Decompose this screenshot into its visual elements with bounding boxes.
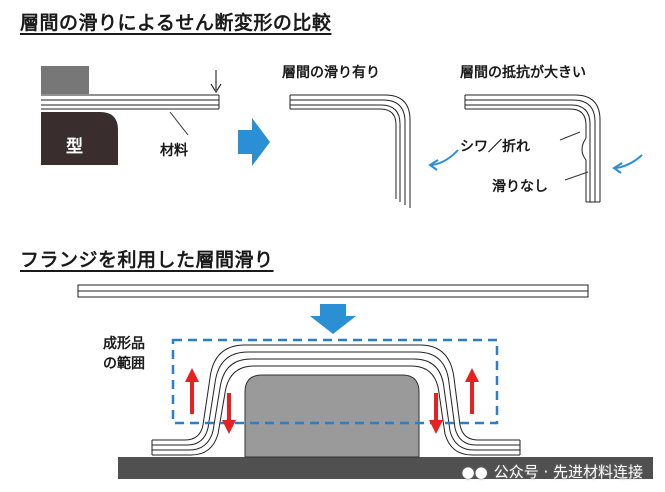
wrinkle-leader-line: [559, 131, 581, 141]
product-range-box: [171, 338, 499, 425]
forming-mold: [244, 374, 420, 458]
slip-case-blue-arrow-icon: [428, 149, 459, 171]
red-down-arrow-right-icon: [429, 393, 443, 434]
red-up-arrow-left-icon: [185, 368, 199, 414]
lower-mold: [41, 112, 118, 165]
resist-case-blue-arrow-icon: [612, 154, 643, 174]
press-down-arrow-icon: [210, 70, 222, 94]
press-arrow-icon: [310, 304, 356, 334]
watermark: ●● 公众号 · 先进材料连接: [462, 461, 644, 482]
flat-sheet-bottom: [77, 284, 589, 298]
no-slip-leader-line: [564, 171, 589, 181]
upper-punch: [41, 66, 89, 94]
no-slip-label: 滑りなし: [492, 179, 548, 195]
slip-case-title: 層間の滑り有り: [282, 65, 380, 81]
formed-sheets: [151, 344, 521, 456]
resist-case-sheets: [464, 94, 601, 203]
slip-case-sheets: [289, 94, 411, 208]
watermark-text: 公众号 · 先进材料连接: [493, 463, 643, 481]
top-heading: 層間の滑りによるせん断変形の比較: [20, 12, 332, 34]
resist-case-title: 層間の抵抗が大きい: [460, 65, 586, 81]
red-down-arrow-left-icon: [222, 393, 236, 434]
red-up-arrow-right-icon: [465, 368, 479, 414]
bottom-heading: フランジを利用した層間滑り: [20, 249, 274, 271]
range-label-line1: 成形品: [103, 336, 145, 352]
base-plate: [118, 457, 653, 479]
material-label: 材料: [160, 143, 188, 159]
wrinkle-label: シワ／折れ: [460, 139, 530, 155]
material-leader-line: [169, 111, 189, 136]
transition-arrow-icon: [238, 118, 270, 166]
material-sheets-flat: [41, 94, 220, 110]
wechat-icon: ●●: [461, 462, 488, 481]
mold-label: 型: [66, 137, 83, 157]
range-label-line2: の範囲: [103, 356, 145, 372]
